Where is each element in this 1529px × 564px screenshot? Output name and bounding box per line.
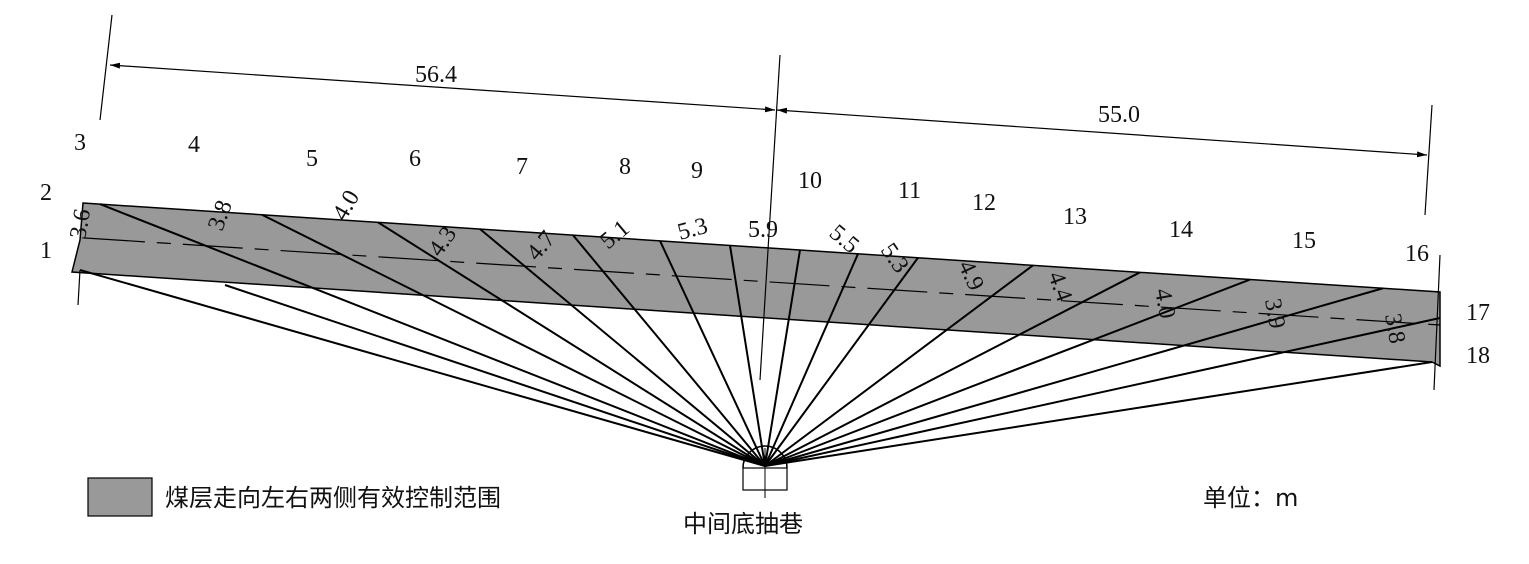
- thickness-label: 5.3: [675, 213, 711, 246]
- seam-centerline: [84, 237, 1441, 326]
- borehole-number: 1: [40, 238, 52, 264]
- borehole-ray: [377, 221, 766, 467]
- borehole-ray: [659, 240, 766, 467]
- borehole-number: 18: [1466, 343, 1490, 369]
- roadway-arch: [742, 445, 788, 469]
- borehole-ray: [572, 234, 766, 467]
- borehole-number: 3: [74, 130, 86, 156]
- borehole-ray: [729, 245, 766, 467]
- borehole-number: 6: [409, 146, 421, 172]
- dimension-right-value: 55.0: [1098, 102, 1140, 128]
- borehole-ray: [764, 253, 859, 467]
- thickness-label: 4.0: [1149, 287, 1180, 321]
- center-axis: [759, 54, 781, 381]
- borehole-number: 11: [898, 178, 921, 204]
- thickness-label: 5.9: [748, 217, 778, 243]
- borehole-ray: [261, 213, 766, 467]
- thickness-label: 3.8: [1379, 312, 1410, 346]
- borehole-ray: [764, 271, 1141, 467]
- borehole-number: 9: [691, 158, 703, 184]
- borehole-number: 16: [1405, 241, 1429, 267]
- dimension-line-left: [109, 62, 776, 113]
- left-boundary-low: [77, 269, 81, 306]
- borehole-ray: [764, 278, 1251, 467]
- borehole-number: 15: [1292, 228, 1316, 254]
- legend-swatch: [87, 477, 153, 517]
- borehole-ray: [764, 249, 801, 467]
- right-boundary: [1424, 104, 1433, 216]
- unit-label: 单位：m: [1203, 484, 1298, 512]
- borehole-rays: [79, 203, 1441, 467]
- borehole-number: 14: [1169, 217, 1193, 243]
- borehole-number: 13: [1063, 204, 1087, 230]
- thickness-label: 3.6: [65, 207, 96, 241]
- borehole-number: 12: [972, 190, 996, 216]
- borehole-ray: [764, 257, 919, 467]
- borehole-ray: [764, 361, 1433, 467]
- borehole-number: 8: [619, 154, 631, 180]
- borehole-number: 5: [306, 146, 318, 172]
- borehole-number: 17: [1466, 300, 1490, 326]
- borehole-ray: [99, 203, 766, 467]
- borehole-number: 4: [188, 132, 200, 158]
- dimension-left-value: 56.4: [415, 62, 457, 88]
- borehole-ray: [79, 269, 766, 467]
- borehole-ray: [479, 228, 766, 467]
- roadway-label: 中间底抽巷: [683, 510, 803, 538]
- borehole-number: 2: [40, 180, 52, 206]
- legend-label: 煤层走向左右两侧有效控制范围: [165, 484, 501, 512]
- borehole-number: 10: [798, 168, 822, 194]
- right-boundary-low: [1433, 254, 1441, 391]
- borehole-number: 7: [516, 154, 528, 180]
- dimension-line-right: [776, 107, 1428, 158]
- thickness-label: 3.9: [1259, 297, 1290, 331]
- borehole-ray: [764, 317, 1441, 467]
- borehole-ray: [764, 264, 1034, 467]
- borehole-ray: [224, 284, 766, 467]
- left-boundary: [99, 14, 113, 121]
- borehole-ray: [764, 287, 1384, 467]
